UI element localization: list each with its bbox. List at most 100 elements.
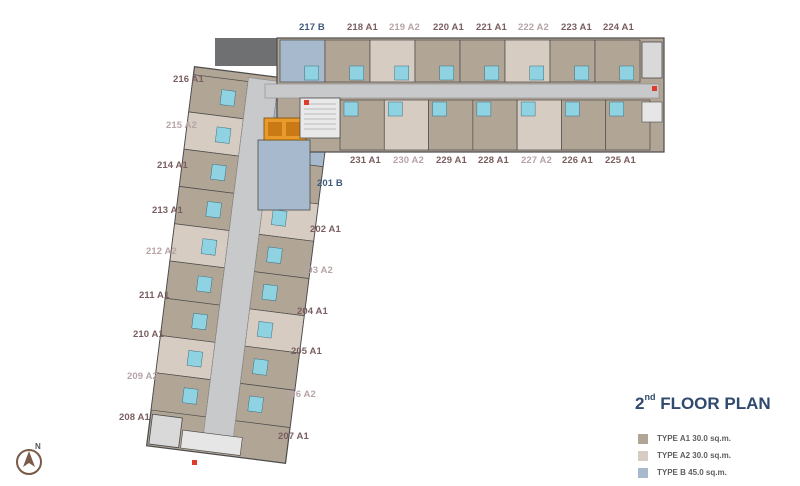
west-unit-left — [164, 260, 225, 306]
legend-label-a1: TYPE A1 30.0 sq.m. — [657, 434, 731, 443]
bathroom — [196, 275, 213, 293]
unit-label-201: 201 B — [317, 178, 343, 189]
title-text: FLOOR PLAN — [655, 394, 771, 413]
bathroom — [205, 201, 222, 219]
unit-label-230: 230 A2 — [393, 155, 424, 166]
unit-label-222: 222 A2 — [518, 22, 549, 33]
bathroom — [266, 246, 283, 264]
bathroom — [304, 65, 319, 81]
bathroom — [186, 350, 204, 368]
bathroom — [271, 209, 288, 227]
stair-core-east — [641, 41, 663, 79]
bathroom — [574, 65, 589, 81]
bathroom — [619, 65, 634, 81]
unit-label-211: 211 A1 — [139, 290, 170, 301]
unit-label-219: 219 A2 — [389, 22, 420, 33]
unit-label-209: 209 A2 — [127, 371, 158, 382]
unit-label-218: 218 A1 — [347, 22, 378, 33]
bathroom — [529, 65, 544, 81]
unit-label-210: 210 A1 — [133, 329, 164, 340]
bathroom — [219, 89, 237, 107]
bathroom — [609, 101, 624, 117]
bathroom — [394, 65, 409, 81]
page-title: 2nd FLOOR PLAN — [635, 392, 771, 414]
unit-label-227: 227 A2 — [521, 155, 552, 166]
service-room-east — [641, 101, 663, 123]
bathroom — [191, 312, 208, 331]
legend-label-b: TYPE B 45.0 sq.m. — [657, 468, 727, 477]
unit-label-228: 228 A1 — [478, 155, 509, 166]
unit-label-224: 224 A1 — [603, 22, 634, 33]
unit-label-221: 221 A1 — [476, 22, 507, 33]
unit-label-213: 213 A1 — [152, 205, 183, 216]
unit-label-212: 212 A2 — [146, 246, 177, 257]
unit-label-226: 226 A1 — [562, 155, 593, 166]
unit-label-215: 215 A2 — [166, 120, 197, 131]
unit-label-202: 202 A1 — [310, 224, 341, 235]
north-unit-bottom — [383, 99, 429, 151]
west-unit-left — [160, 297, 221, 343]
legend-swatch-a2 — [638, 450, 648, 461]
unit-label-223: 223 A1 — [561, 22, 592, 33]
unit-label-231: 231 A1 — [350, 155, 381, 166]
bathroom — [520, 101, 536, 117]
legend-label-a2: TYPE A2 30.0 sq.m. — [657, 451, 731, 460]
legend-swatch-a1 — [638, 433, 648, 444]
stair-core-south — [148, 413, 183, 449]
west-unit-left — [155, 335, 216, 381]
west-unit-left — [150, 372, 211, 418]
title-number: 2 — [635, 394, 645, 413]
unit-label-229: 229 A1 — [436, 155, 467, 166]
legend: TYPE A1 30.0 sq.m. TYPE A2 30.0 sq.m. TY… — [638, 430, 731, 481]
unit-label-205: 205 A1 — [291, 346, 322, 357]
north-compass-icon: N — [11, 442, 47, 478]
west-unit-left — [174, 186, 235, 231]
fire-exit-marker — [304, 100, 309, 105]
bathroom — [476, 101, 492, 117]
bathroom — [432, 101, 447, 117]
unit-label-204: 204 A1 — [297, 306, 328, 317]
title-suffix: nd — [644, 392, 656, 402]
bathroom — [349, 65, 364, 81]
bathroom — [256, 321, 274, 339]
unit-label-217: 217 B — [299, 22, 325, 33]
service-room-south — [180, 429, 243, 456]
unit-label-214: 214 A1 — [157, 160, 188, 171]
bathroom — [182, 387, 199, 405]
fire-exit-marker — [192, 460, 197, 465]
bathroom — [261, 283, 278, 302]
legend-swatch-b — [638, 467, 648, 478]
bathroom — [252, 358, 269, 376]
unit-label-208: 208 A1 — [119, 412, 150, 423]
fire-exit-marker — [652, 86, 657, 91]
bathroom — [200, 238, 218, 256]
legend-item-a2: TYPE A2 30.0 sq.m. — [638, 447, 731, 464]
unit-label-225: 225 A1 — [605, 155, 636, 166]
lift-car — [268, 122, 282, 136]
bathroom — [247, 395, 264, 413]
bathroom — [388, 101, 403, 117]
north-corridor — [264, 83, 660, 99]
lift-car — [286, 122, 300, 136]
unit-201-block — [257, 139, 311, 211]
unit-label-203: 203 A2 — [302, 265, 333, 276]
west-unit-left — [178, 148, 240, 194]
legend-item-b: TYPE B 45.0 sq.m. — [638, 464, 731, 481]
unit-label-207: 207 A1 — [278, 431, 309, 442]
bathroom — [439, 65, 454, 81]
corner-core — [215, 38, 277, 66]
plan-details — [192, 86, 657, 465]
west-unit-left — [183, 111, 244, 157]
bathroom — [214, 126, 232, 144]
bathroom — [343, 101, 359, 117]
bathroom — [565, 101, 580, 117]
unit-label-216: 216 A1 — [173, 74, 204, 85]
bathroom — [210, 163, 227, 182]
north-wing — [215, 37, 665, 153]
unit-label-206: 206 A2 — [285, 389, 316, 400]
legend-item-a1: TYPE A1 30.0 sq.m. — [638, 430, 731, 447]
svg-text:N: N — [35, 442, 41, 451]
west-unit-left — [169, 223, 230, 269]
unit-label-220: 220 A1 — [433, 22, 464, 33]
